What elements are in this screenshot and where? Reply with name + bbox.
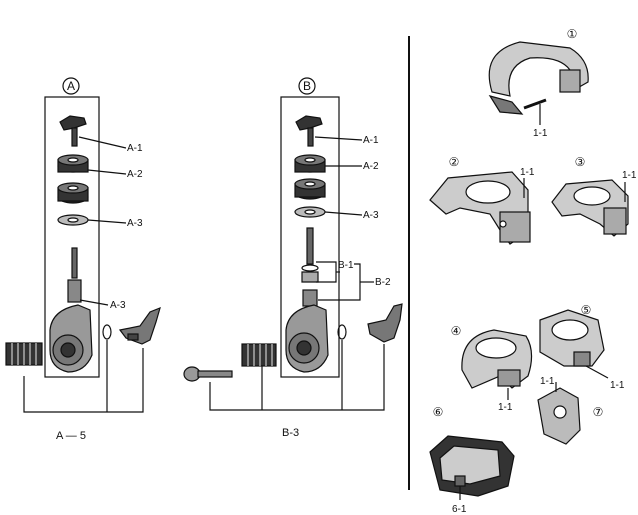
clamp-1-number: ① (567, 27, 578, 41)
label-a-1: A-1 (127, 143, 143, 154)
assembly-a: A (5, 77, 161, 442)
clamp-4-part-label: 1-1 (498, 402, 513, 413)
clamp-3-number: ③ (575, 155, 586, 169)
clamp-1: ① 1-1 (488, 27, 589, 139)
coil-spring-part (241, 343, 277, 367)
rubber-ring-part (294, 154, 326, 200)
clamp-5: ⑤ 1-1 (539, 303, 625, 391)
label-b-a-2: A-2 (363, 161, 379, 172)
label-b-1: B-1 (338, 260, 354, 271)
clamp-6: ⑥ 6-1 (429, 405, 515, 515)
clamp-4-number: ④ (451, 324, 462, 338)
clamp-6-part-label: 6-1 (452, 504, 467, 515)
assembly-b: B (183, 77, 403, 439)
clamp-variants: ① 1-1 ② 1-1 ③ 1-1 (429, 27, 637, 515)
clamp-5-part-label: 1-1 (610, 380, 625, 391)
clamp-4: ④ 1-1 (451, 324, 533, 413)
washer-part (57, 214, 89, 226)
long-screw-part (183, 366, 233, 382)
wing-bolt-part (59, 115, 87, 147)
assembly-a-frame (44, 96, 100, 378)
small-washer-part (337, 324, 347, 340)
tilter-body-part (49, 247, 93, 373)
rubber-ring-part (57, 154, 89, 204)
assembly-b-caption: B-3 (282, 427, 299, 439)
clamp-7-number: ⑦ (593, 405, 604, 419)
assembly-a-badge-ring (62, 77, 80, 95)
tilter-body-part (285, 289, 329, 373)
assembly-b-badge-ring (298, 77, 316, 95)
clamp-3-part-label: 1-1 (622, 170, 637, 181)
coil-spring-part (5, 342, 43, 366)
clamp-7-part-label: 1-1 (540, 376, 555, 387)
clamp-2-part-label: 1-1 (520, 167, 535, 178)
wing-screw-part (367, 303, 403, 343)
label-a-2: A-2 (127, 169, 143, 180)
clamp-2: ② 1-1 (429, 155, 535, 245)
assembly-b-frame (280, 96, 340, 378)
clamp-5-number: ⑤ (581, 303, 592, 317)
assembly-b-badge: B (303, 79, 311, 93)
assembly-a-badge: A (67, 79, 75, 93)
clamp-3: ③ 1-1 (551, 155, 637, 237)
wing-bolt-part (295, 115, 323, 147)
label-a-3-lower: A-3 (110, 300, 126, 311)
small-washer-part (102, 324, 112, 340)
label-a-3: A-3 (127, 218, 143, 229)
clamp-1-part-label: 1-1 (533, 128, 548, 139)
threaded-stud-part (301, 227, 319, 283)
label-b-a-1: A-1 (363, 135, 379, 146)
wing-screw-part (118, 306, 161, 345)
washer-part (294, 206, 326, 218)
label-b-2: B-2 (375, 277, 391, 288)
clamp-2-number: ② (449, 155, 460, 169)
label-b-a-3: A-3 (363, 210, 379, 221)
clamp-7: ⑦ 1-1 (537, 376, 604, 445)
assembly-a-caption: A — 5 (56, 430, 86, 442)
clamp-6-number: ⑥ (433, 405, 444, 419)
